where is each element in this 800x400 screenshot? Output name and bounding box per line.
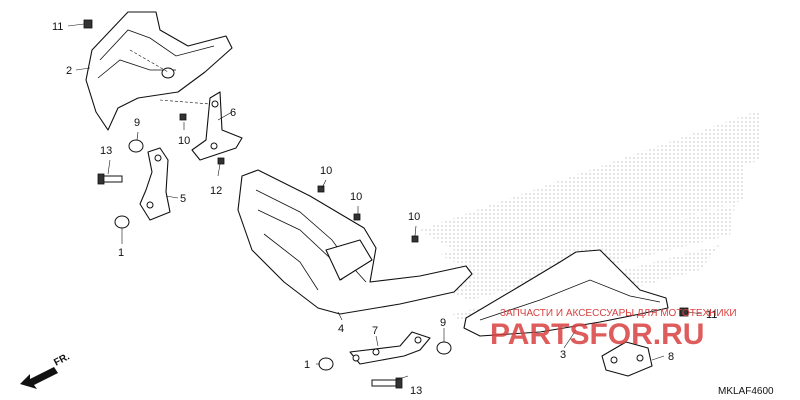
callout-7: 7 [372, 325, 378, 337]
stay-part-6 [159, 91, 243, 161]
callout-11: 11 [706, 309, 717, 321]
watermark-brand: PARTSFOR.RU [490, 318, 704, 351]
callout-10: 10 [178, 135, 190, 147]
callout-12: 12 [210, 185, 222, 197]
front-indicator: FR. [20, 351, 72, 389]
watermark: ЗАПЧАСТИ И АКСЕССУАРЫ ДЛЯ МОТОТЕХНИКИ PA… [490, 308, 737, 351]
leader-lines [67, 23, 703, 381]
front-arrow-icon [20, 367, 58, 389]
callout-1: 1 [118, 247, 124, 259]
callout-10: 10 [408, 211, 420, 223]
front-label: FR. [52, 351, 72, 368]
callout-9: 9 [440, 317, 446, 329]
callout-4: 4 [338, 323, 344, 335]
callout-1: 1 [304, 359, 310, 371]
side-cover-part-3 [463, 249, 669, 337]
callout-9: 9 [134, 117, 140, 129]
callout-6: 6 [230, 107, 236, 119]
bracket-part-8 [601, 341, 653, 377]
callout-labels: 11 2 6 10 9 13 5 1 12 10 10 10 4 7 9 1 1… [52, 21, 717, 397]
diagram-code: MKLAF4600 [718, 386, 774, 397]
callout-13: 13 [410, 385, 422, 397]
callout-10: 10 [320, 165, 332, 177]
callout-5: 5 [180, 193, 186, 205]
callout-13: 13 [100, 145, 112, 157]
callout-11: 11 [52, 21, 63, 33]
callout-2: 2 [66, 65, 72, 77]
callout-8: 8 [668, 351, 674, 363]
under-cowl-part-4 [237, 169, 473, 315]
bracket-part-5 [139, 147, 171, 221]
watermark-tagline: ЗАПЧАСТИ И АКСЕССУАРЫ ДЛЯ МОТОТЕХНИКИ [500, 308, 737, 319]
callout-3: 3 [560, 349, 566, 361]
stay-part-7 [349, 331, 431, 365]
callout-10: 10 [350, 191, 362, 203]
upper-cowl-part-2 [85, 11, 233, 131]
